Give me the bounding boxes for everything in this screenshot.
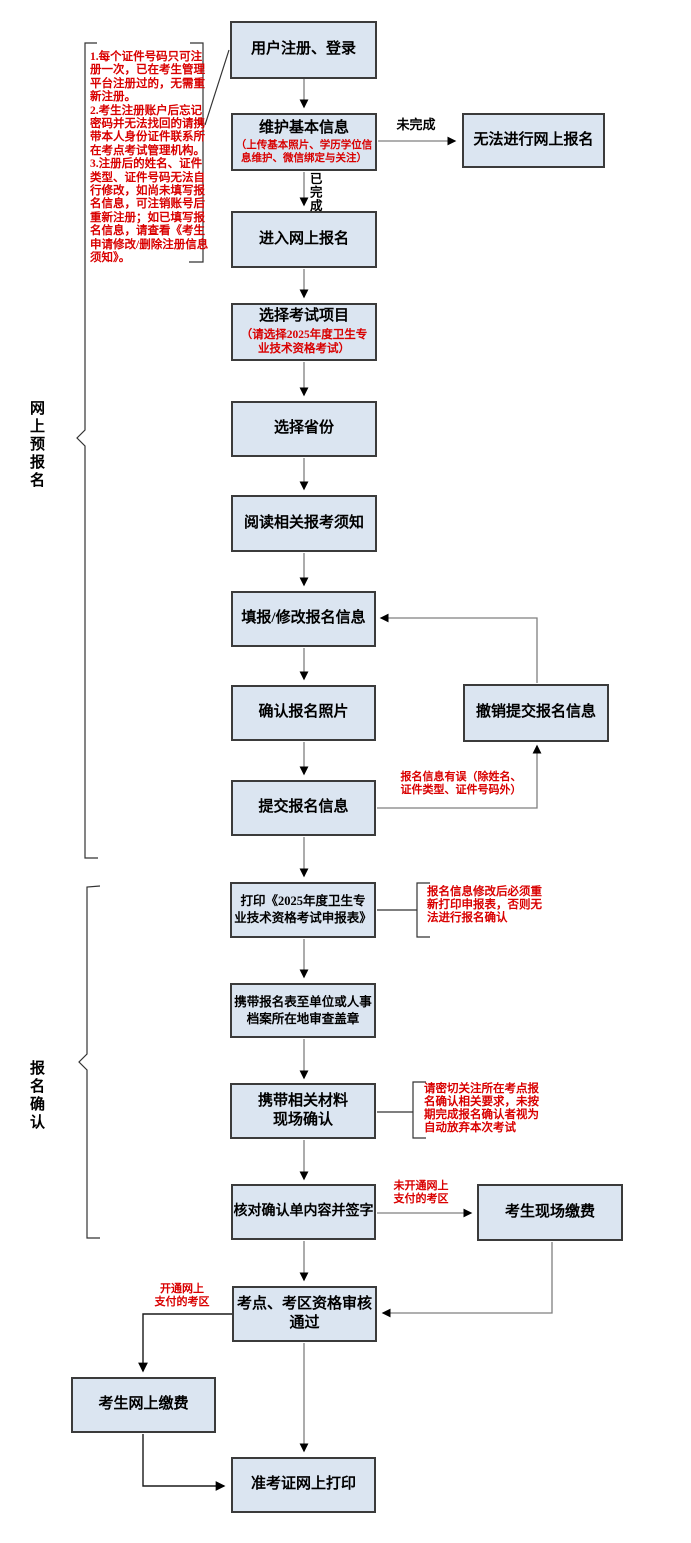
node-label: 无法进行网上报名 — [473, 131, 594, 148]
node-label: 进入网上报名 — [258, 230, 349, 247]
annotation-connector-line — [204, 49, 230, 126]
node-enter-online-register: 进入网上报名 — [231, 211, 377, 268]
side-note-confirmation-requirements: 请密切关注所在考点报 名确认相关要求，未按 期完成报名确认者视为 自动放弃本次考… — [424, 1083, 539, 1134]
arrow-onlinepay-to-ticket — [142, 1434, 226, 1491]
node-label: 填报/修改报名信息 — [241, 610, 366, 627]
node-sublabel: （请选择2025年度卫生专 业技术资格考试） — [240, 328, 368, 355]
arrow-submit-to-cancel — [377, 744, 542, 809]
node-confirm-photo: 确认报名照片 — [231, 685, 376, 741]
edge-label-completed: 已完成 — [307, 172, 322, 213]
section1-brace — [76, 42, 98, 859]
node-qualification-audit-pass: 考点、考区资格审核 通过 — [232, 1286, 377, 1342]
node-label: 核对确认单内容并签字 — [233, 1203, 374, 1219]
node-user-register: 用户注册、登录 — [230, 21, 377, 79]
arrow-audit-to-onlinepay — [138, 1313, 232, 1373]
node-label: 确认报名照片 — [258, 704, 349, 721]
edge-label-info-error: 报名信息有误（除姓名、 证件类型、证件号码外） — [400, 771, 522, 796]
arrow-onsitepay-to-audit — [381, 1242, 553, 1318]
note1-left-bracket — [416, 882, 430, 938]
edge-label-online-payment-area: 开通网上 支付的考区 — [154, 1283, 210, 1308]
node-label: 打印《2025年度卫生专 业技术资格考试申报表》 — [234, 894, 372, 925]
annotation-right-bracket — [189, 42, 204, 263]
node-print-admission-ticket: 准考证网上打印 — [231, 1457, 376, 1513]
side-note-reprint-form: 报名信息修改后必须重 新打印申报表，否则无 法进行报名确认 — [427, 886, 542, 924]
node-label: 选择省份 — [273, 420, 334, 437]
node-online-payment: 考生网上缴费 — [71, 1377, 216, 1433]
node-label: 提交报名信息 — [258, 799, 349, 816]
node-cancel-submitted-info: 撤销提交报名信息 — [463, 684, 609, 742]
node-label: 考生现场缴费 — [504, 1203, 595, 1220]
node-label: 携带相关材料 现场确认 — [257, 1092, 348, 1129]
node-select-exam-project: 选择考试项目 （请选择2025年度卫生专 业技术资格考试） — [231, 303, 377, 361]
node-label: 考点、考区资格审核 通过 — [236, 1295, 372, 1332]
node-select-province: 选择省份 — [231, 401, 377, 457]
node-sublabel: （上传基本照片、学历学位信 息维护、微信绑定与关注） — [235, 140, 373, 164]
section2-brace — [78, 885, 101, 1239]
section-label-registration-confirmation: 报名确认 — [28, 1060, 44, 1132]
edge-label-not-completed: 未完成 — [396, 117, 436, 132]
node-bring-form-stamp: 携带报名表至单位或人事 档案所在地审查盖章 — [230, 983, 376, 1038]
node-verify-and-sign: 核对确认单内容并签字 — [231, 1184, 376, 1240]
node-label: 维护基本信息 — [258, 119, 349, 136]
node-label: 携带报名表至单位或人事 档案所在地审查盖章 — [234, 994, 372, 1026]
section-label-online-preregistration: 网上预报名 — [28, 400, 44, 490]
node-label: 考生网上缴费 — [98, 1396, 189, 1413]
arrow-cancel-to-fill — [379, 613, 538, 683]
node-label: 用户注册、登录 — [250, 41, 356, 58]
node-bring-materials-confirm: 携带相关材料 现场确认 — [230, 1083, 376, 1139]
node-label: 撤销提交报名信息 — [475, 704, 596, 721]
node-onsite-payment: 考生现场缴费 — [477, 1184, 623, 1241]
node-label: 阅读相关报考须知 — [243, 514, 364, 531]
note2-left-bracket — [412, 1081, 426, 1139]
edge-label-no-online-payment-area: 未开通网上 支付的考区 — [393, 1180, 449, 1205]
registration-notes: 1.每个证件号码只可注 册一次，已在考生管理 平台注册过的，无需重 新注册。 2… — [90, 51, 209, 265]
node-maintain-basic-info: 维护基本信息 （上传基本照片、学历学位信 息维护、微信绑定与关注） — [231, 113, 377, 171]
node-label: 选择考试项目 — [258, 308, 349, 325]
node-print-application-form: 打印《2025年度卫生专 业技术资格考试申报表》 — [230, 882, 376, 938]
node-submit-info: 提交报名信息 — [231, 780, 376, 836]
node-read-notice: 阅读相关报考须知 — [231, 495, 377, 552]
node-fill-modify-info: 填报/修改报名信息 — [231, 591, 376, 647]
node-label: 准考证网上打印 — [250, 1476, 356, 1493]
node-cannot-online-register: 无法进行网上报名 — [462, 113, 605, 168]
